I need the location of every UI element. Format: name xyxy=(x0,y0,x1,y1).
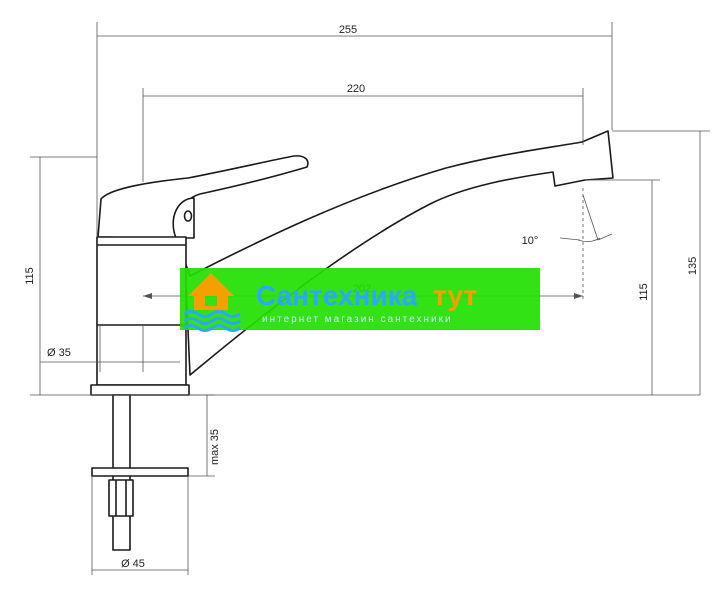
logo-icon xyxy=(183,273,241,332)
faucet-outline xyxy=(30,130,700,551)
dim-max-counter-label: max 35 xyxy=(209,429,221,465)
watermark-subtitle: интернет магазин сантехники xyxy=(262,314,453,325)
dim-height-total-label: 135 xyxy=(687,257,699,275)
mounting-nut xyxy=(108,479,134,517)
dim-height-outlet-label: 115 xyxy=(638,283,650,301)
handle-pivot xyxy=(172,197,195,239)
pivot-screw xyxy=(183,210,193,222)
watermark-background xyxy=(180,268,540,330)
dimension-lines xyxy=(30,22,710,575)
dim-body-diameter-label: Ø 35 xyxy=(47,347,71,359)
watermark-title-part2: тут xyxy=(433,280,477,311)
watermark: Сантехника тут интернет магазин сантехни… xyxy=(180,268,540,332)
dim-spout-reach-label: 220 xyxy=(347,83,365,95)
house-icon xyxy=(188,273,234,310)
mounting-washer xyxy=(91,467,189,477)
faucet-body xyxy=(96,236,187,386)
dim-base-diameter-label: Ø 45 xyxy=(121,558,145,570)
watermark-title: Сантехника тут xyxy=(256,280,477,311)
dim-height-left-label: 115 xyxy=(24,267,36,285)
watermark-title-part1: Сантехника xyxy=(256,280,418,311)
dim-spout-angle-label: 10° xyxy=(522,235,539,247)
dim-overall-width-label: 255 xyxy=(339,24,357,36)
base-plate xyxy=(90,384,190,396)
waves-icon xyxy=(183,310,241,332)
lever-handle xyxy=(97,155,309,239)
